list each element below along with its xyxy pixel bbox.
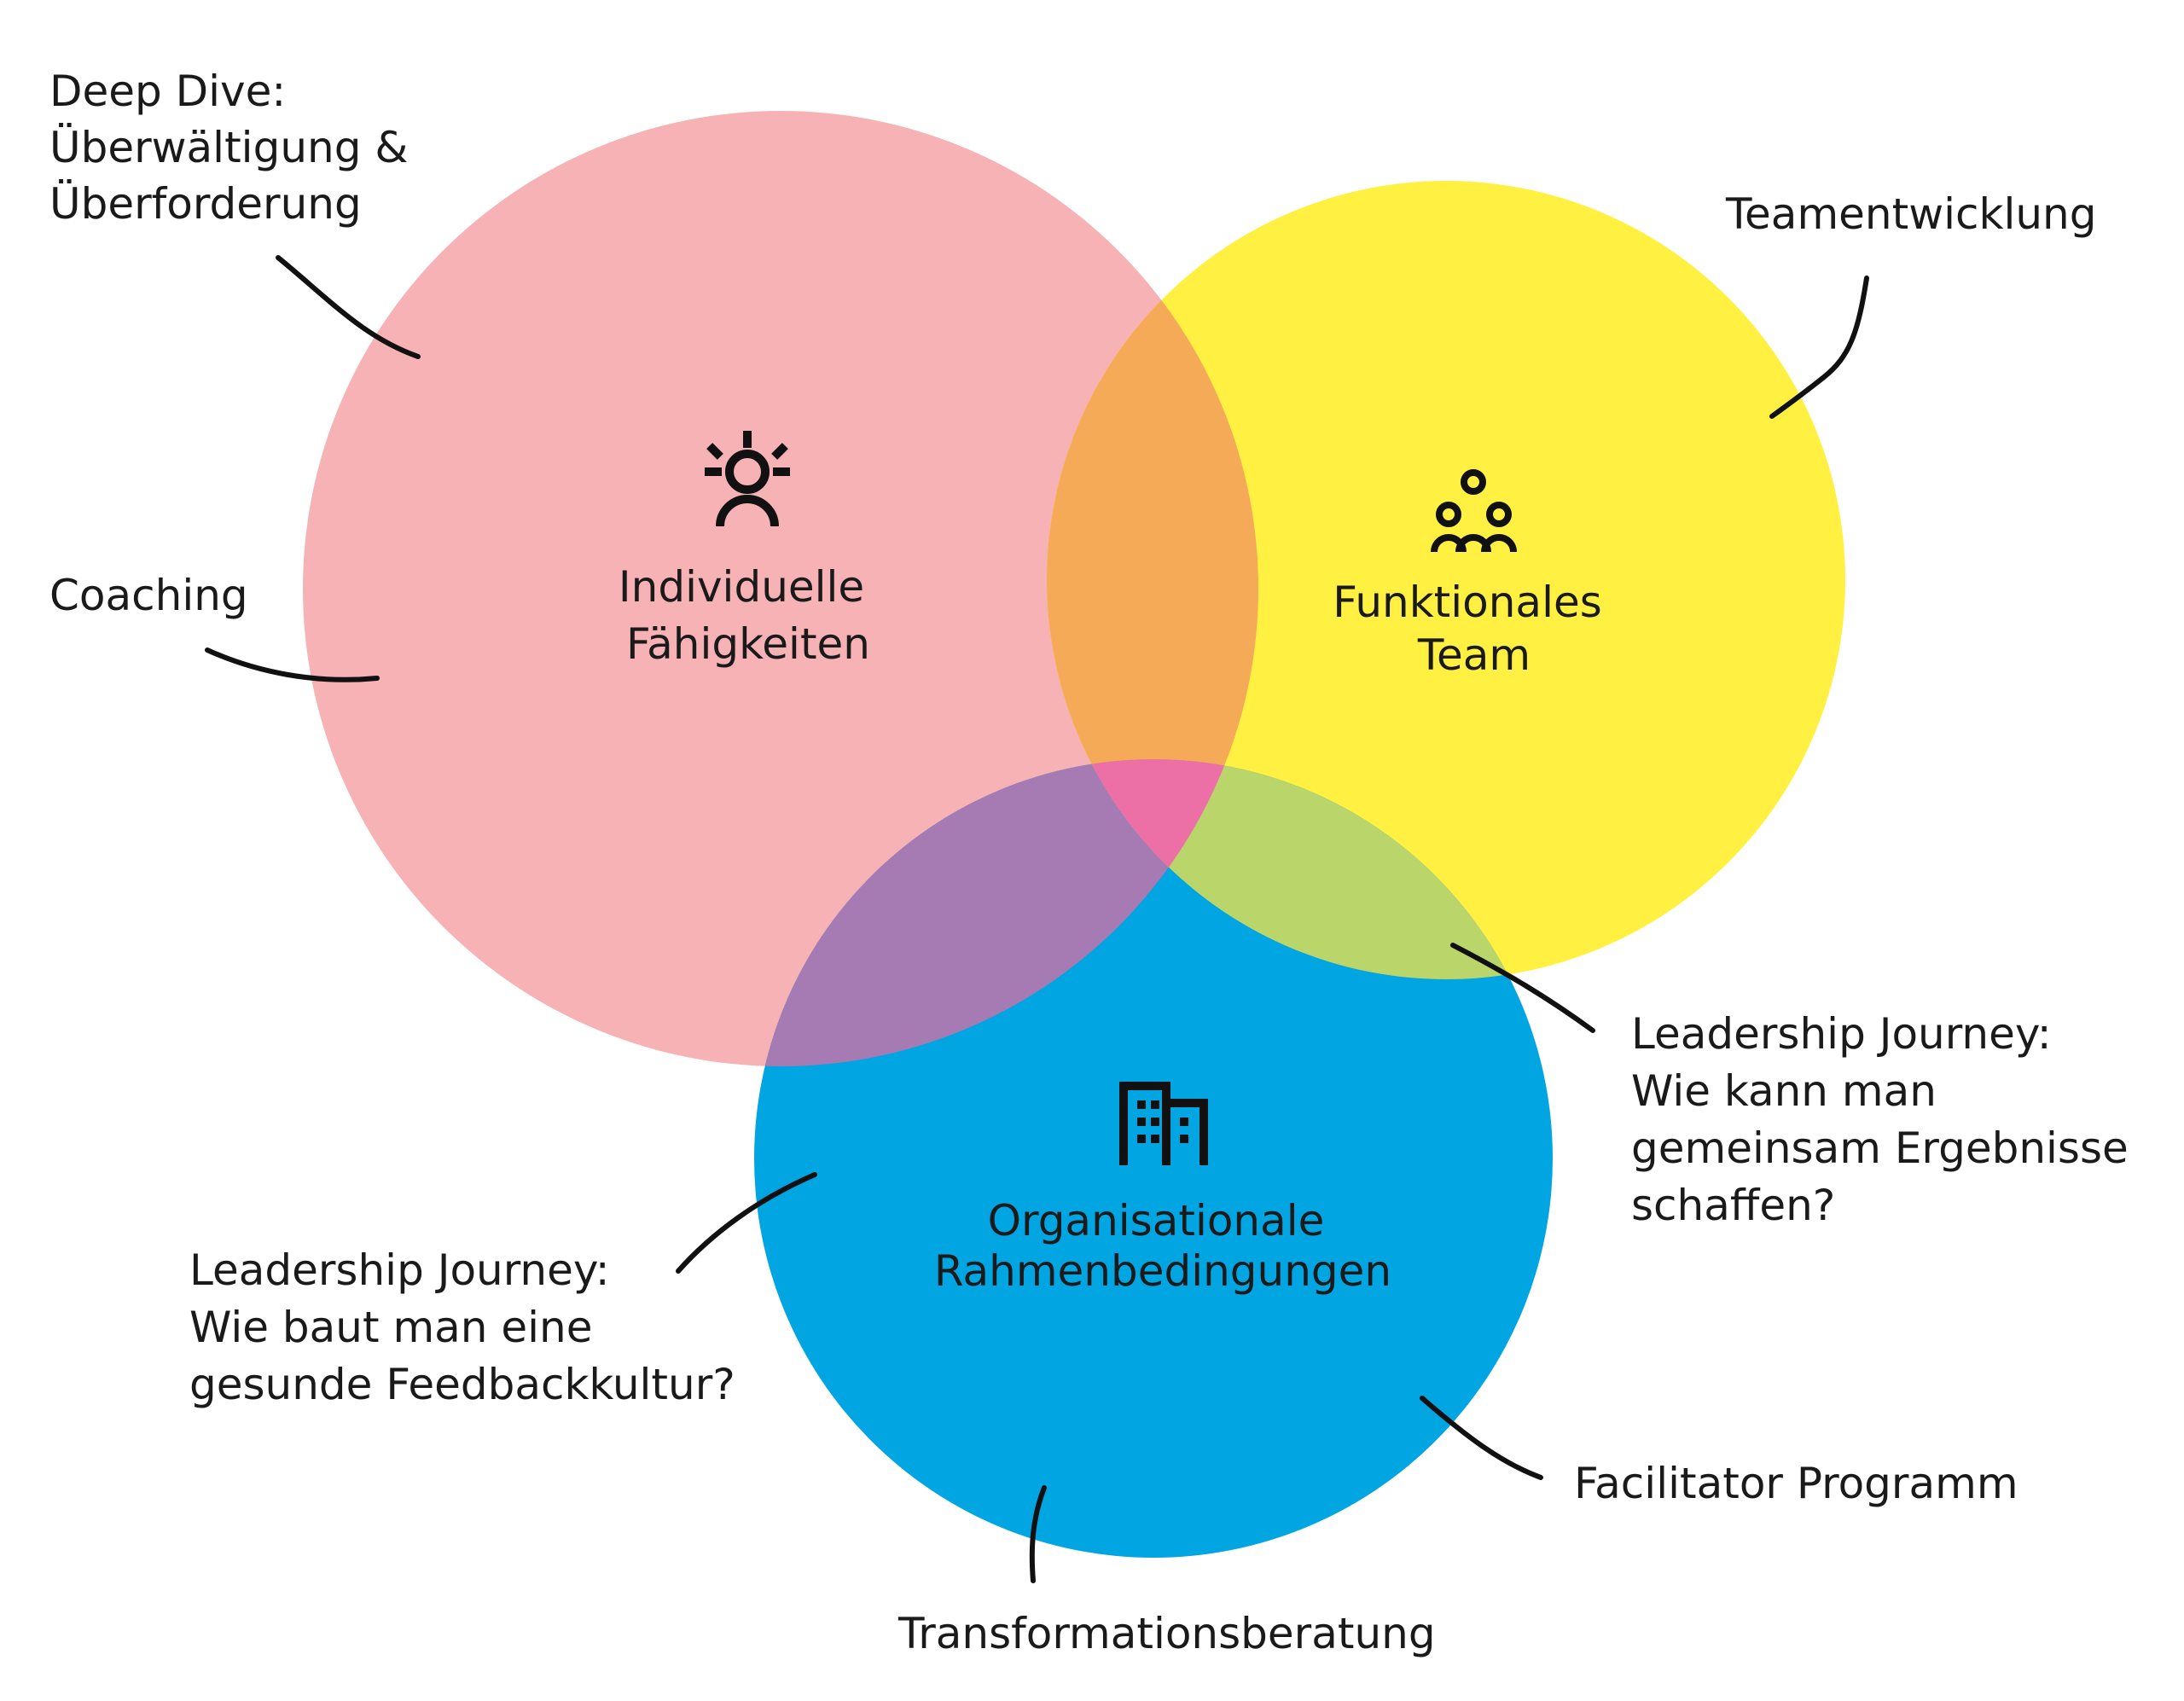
circle-organisation-label: Organisationale Rahmenbedingungen: [934, 1196, 1391, 1296]
leader-line-deep-dive: [276, 255, 421, 359]
label-deep-dive: Deep Dive: Überwältigung & Überforderung: [49, 67, 421, 229]
sun-person-icon: [705, 431, 790, 527]
overlap-individual-organisation: [754, 759, 1258, 1066]
circle-team-label: Funktionales Team: [1333, 578, 1615, 680]
overlap-team-organisation: [1047, 759, 1553, 979]
leader-line-leadership-feedback: [676, 1172, 817, 1274]
circle-individual-label: Individuelle Fähigkeiten: [619, 562, 878, 669]
label-teamentwicklung: Teamentwicklung: [1725, 189, 2096, 239]
leader-line-transformation: [1029, 1485, 1047, 1583]
leader-line-coaching: [205, 647, 380, 682]
label-leadership-team: Leadership Journey: Wie kann man gemeins…: [1631, 1009, 2142, 1230]
office-building-icon: [1119, 1082, 1208, 1165]
label-transformation: Transformationsberatung: [897, 1609, 1436, 1658]
label-leadership-feedback: Leadership Journey: Wie baut man eine ge…: [189, 1245, 735, 1409]
leader-line-teamentwicklung: [1769, 276, 1869, 419]
leader-line-leadership-team: [1450, 943, 1595, 1033]
label-coaching: Coaching: [49, 571, 248, 620]
label-facilitator: Facilitator Programm: [1574, 1459, 2018, 1508]
leader-line-facilitator: [1420, 1396, 1543, 1480]
three-people-icon: [1431, 469, 1517, 553]
